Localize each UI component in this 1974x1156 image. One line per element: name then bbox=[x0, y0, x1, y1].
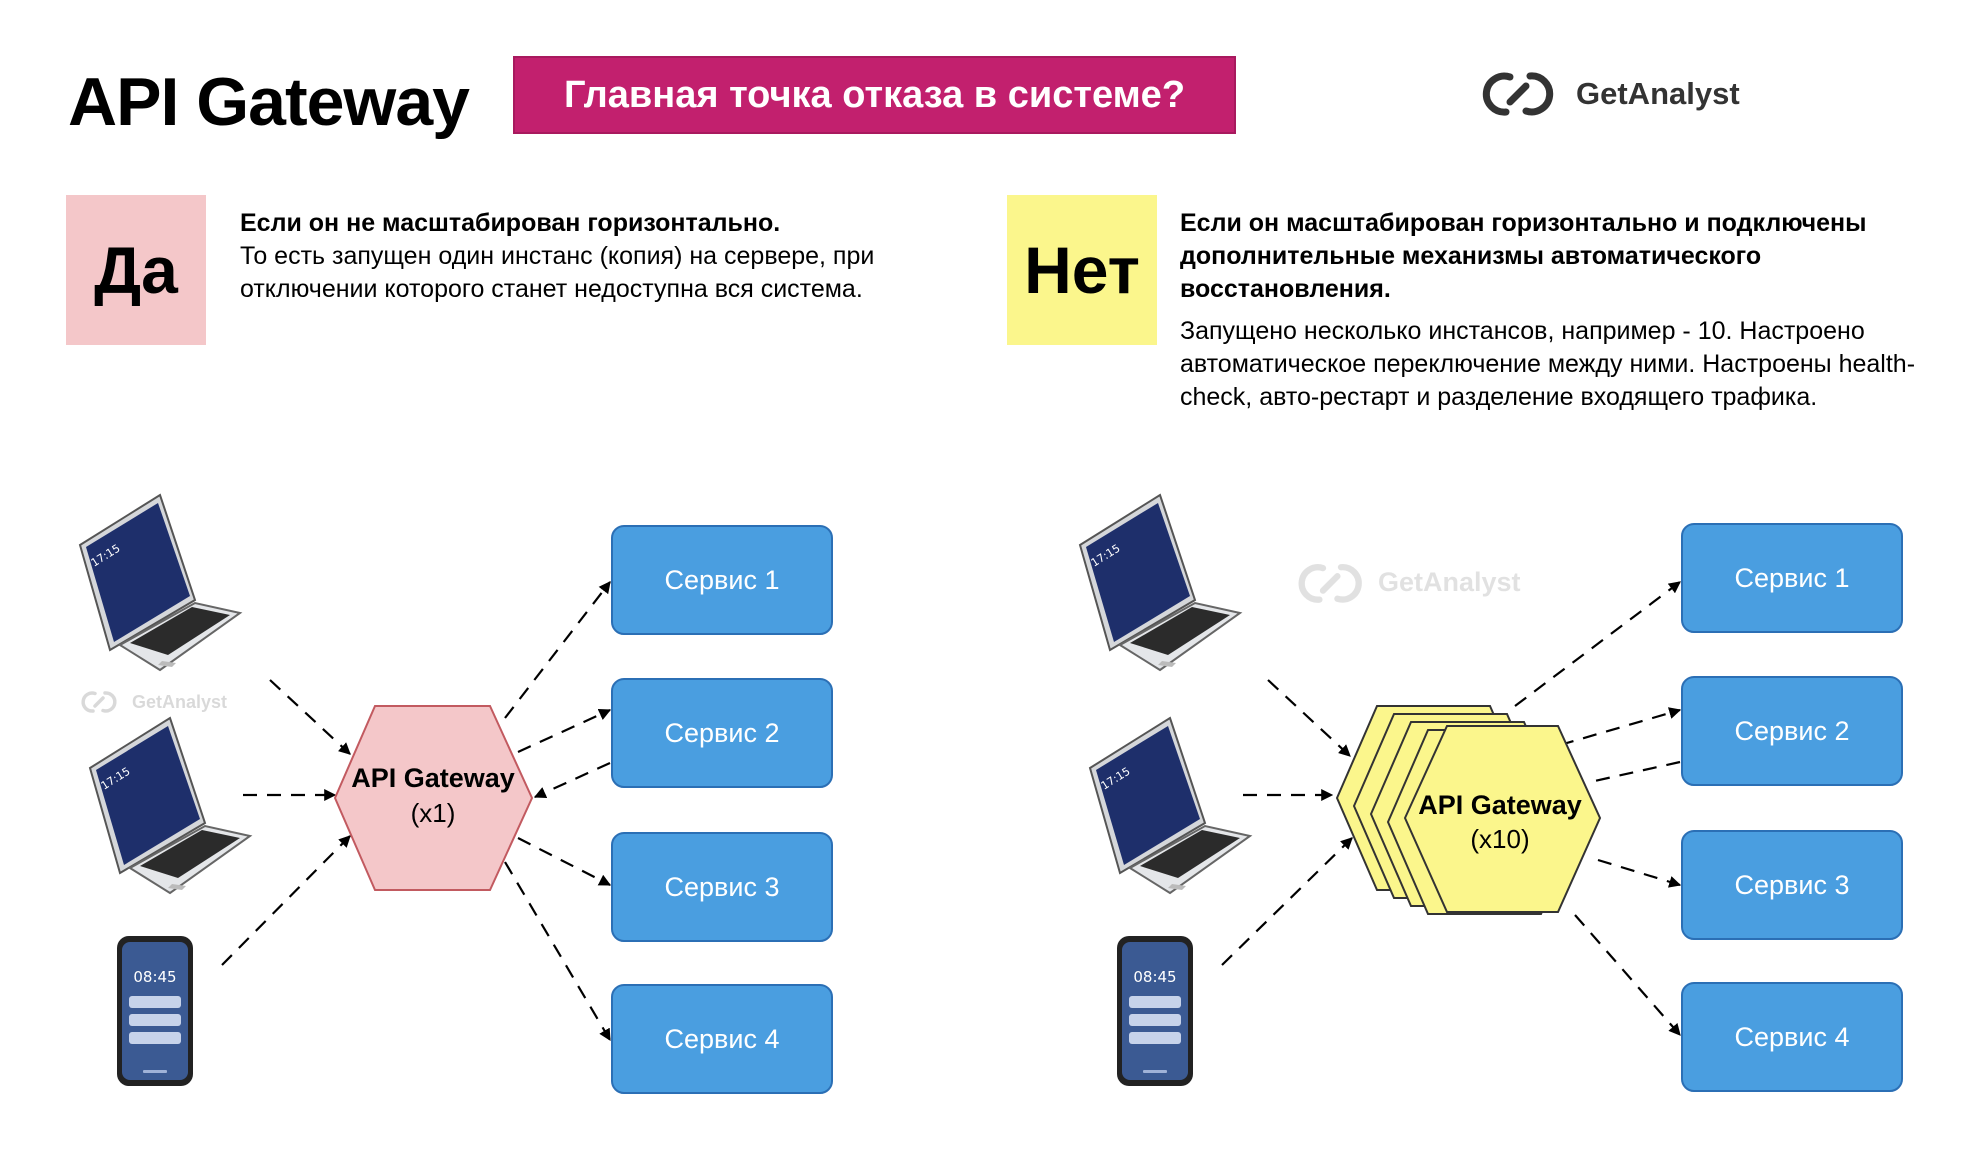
left-service-1: Сервис 1 bbox=[611, 525, 833, 635]
right-arrow-laptop1-gateway bbox=[1267, 679, 1351, 757]
left-arrow-phone-gateway bbox=[221, 835, 351, 966]
right-client-laptop-2: 17:15 bbox=[1089, 717, 1251, 894]
brand-logo: GetAnalyst bbox=[1480, 68, 1740, 120]
left-gateway-x1: API Gateway (x1) bbox=[333, 705, 534, 891]
right-service-3-label: Сервис 3 bbox=[1735, 870, 1850, 900]
left-watermark-text: GetAnalyst bbox=[132, 692, 227, 712]
left-service-4-label: Сервис 4 bbox=[665, 1024, 780, 1054]
left-gateway-hexagon bbox=[333, 705, 534, 891]
no-body: Запущено несколько инстансов, например -… bbox=[1180, 317, 1916, 411]
right-arrows bbox=[1221, 581, 1682, 1036]
right-watermark-text: GetAnalyst bbox=[1378, 567, 1521, 597]
subtitle-banner: Главная точка отказа в системе? bbox=[513, 56, 1236, 134]
right-watermark-icon bbox=[1298, 564, 1362, 603]
left-service-3: Сервис 3 bbox=[611, 832, 833, 942]
page-title: API Gateway bbox=[68, 64, 470, 140]
right-gateway-count: (x10) bbox=[1470, 824, 1529, 854]
right-arrow-gateway-service2 bbox=[1559, 707, 1682, 747]
subtitle-text: Главная точка отказа в системе? bbox=[563, 73, 1186, 116]
left-arrows bbox=[221, 581, 612, 1042]
right-diagram: 17:15 17:15 08:45 GetAnalyst bbox=[1079, 494, 1903, 1092]
right-arrow-gateway-service1 bbox=[1514, 581, 1681, 707]
left-arrow-gateway-service2 bbox=[517, 708, 612, 754]
yes-body: То есть запущен один инстанс (копия) на … bbox=[240, 242, 875, 303]
right-client-laptop-1: 17:15 bbox=[1079, 494, 1241, 671]
left-client-laptop-1: 17:15 bbox=[79, 494, 241, 671]
left-arrow-gateway-service1 bbox=[504, 581, 611, 719]
left-arrow-gateway-service4 bbox=[504, 861, 611, 1042]
right-service-3: Сервис 3 bbox=[1681, 830, 1903, 940]
left-client-laptop-2: 17:15 bbox=[89, 717, 251, 894]
left-service-2: Сервис 2 bbox=[611, 678, 833, 788]
right-arrow-service2-gateway bbox=[1589, 760, 1681, 784]
left-diagram: 17:15 17:15 08:45 GetAnalyst bbox=[79, 494, 833, 1094]
left-client-phone: 08:45 bbox=[117, 936, 193, 1086]
verdict-yes: Да bbox=[66, 195, 206, 345]
verdict-no-label: Нет bbox=[1024, 233, 1140, 307]
getanalyst-logo-icon bbox=[1482, 72, 1554, 116]
left-arrow-laptop1-gateway bbox=[269, 679, 351, 755]
right-service-1-label: Сервис 1 bbox=[1735, 563, 1850, 593]
right-arrow-gateway-service4 bbox=[1574, 914, 1681, 1036]
no-heading: Если он масштабирован горизонтально и по… bbox=[1180, 209, 1867, 303]
right-gateway-stack: API Gateway (x10) bbox=[1335, 705, 1602, 915]
left-gateway-count: (x1) bbox=[411, 798, 456, 828]
left-service-1-label: Сервис 1 bbox=[665, 565, 780, 595]
left-service-3-label: Сервис 3 bbox=[665, 872, 780, 902]
right-service-4-label: Сервис 4 bbox=[1735, 1022, 1850, 1052]
left-service-4: Сервис 4 bbox=[611, 984, 833, 1094]
right-service-2: Сервис 2 bbox=[1681, 676, 1903, 786]
right-gateway-label: API Gateway bbox=[1418, 790, 1582, 820]
right-service-1: Сервис 1 bbox=[1681, 523, 1903, 633]
left-service-2-label: Сервис 2 bbox=[665, 718, 780, 748]
right-service-4: Сервис 4 bbox=[1681, 982, 1903, 1092]
verdict-no: Нет bbox=[1007, 195, 1157, 345]
right-service-2-label: Сервис 2 bbox=[1735, 716, 1850, 746]
right-arrow-gateway-service3 bbox=[1597, 858, 1682, 888]
verdict-yes-label: Да bbox=[94, 233, 178, 307]
yes-heading: Если он не масштабирован горизонтально. bbox=[240, 209, 781, 237]
no-description: Если он масштабирован горизонтально и по… bbox=[1180, 207, 1940, 414]
left-arrow-service2-gateway bbox=[533, 761, 611, 799]
left-phone-time: 08:45 bbox=[133, 968, 176, 986]
gateway-instance-5 bbox=[1403, 725, 1602, 913]
logo-text: GetAnalyst bbox=[1576, 76, 1740, 111]
yes-description: Если он не масштабирован горизонтально. … bbox=[240, 207, 880, 306]
left-arrow-gateway-service3 bbox=[517, 837, 612, 886]
left-watermark-icon bbox=[81, 691, 117, 713]
right-client-phone: 08:45 bbox=[1117, 936, 1193, 1086]
right-watermark: GetAnalyst bbox=[1298, 564, 1521, 603]
left-gateway-label: API Gateway bbox=[351, 763, 515, 793]
right-phone-time: 08:45 bbox=[1133, 968, 1176, 986]
left-watermark: GetAnalyst bbox=[81, 691, 227, 713]
right-arrow-phone-gateway bbox=[1221, 837, 1353, 966]
